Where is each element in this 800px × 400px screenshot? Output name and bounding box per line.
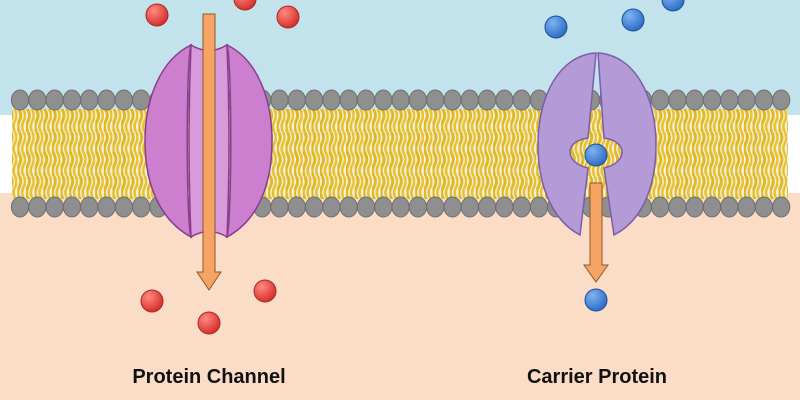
phospholipid-head bbox=[754, 89, 774, 111]
phospholipid-head bbox=[132, 89, 151, 111]
blue-molecules bbox=[544, 0, 685, 312]
phospholipid-head bbox=[651, 196, 670, 218]
phospholipid-head bbox=[529, 196, 549, 218]
phospholipid-head bbox=[426, 196, 445, 218]
phospholipid-head bbox=[114, 196, 133, 218]
phospholipid-head bbox=[339, 196, 358, 218]
phospholipid-head bbox=[287, 89, 306, 111]
phospholipid-head bbox=[374, 89, 393, 111]
phospholipid-head bbox=[62, 196, 82, 218]
phospholipid-head bbox=[408, 89, 427, 111]
phospholipid-head bbox=[408, 196, 427, 218]
phospholipid-head bbox=[356, 89, 376, 111]
protein-channel-label: Protein Channel bbox=[132, 366, 286, 388]
phospholipid-head bbox=[737, 196, 756, 218]
phospholipid-head bbox=[460, 196, 479, 218]
phospholipid-head bbox=[737, 89, 756, 111]
phospholipid-head bbox=[305, 89, 324, 111]
channel-arrow bbox=[196, 13, 222, 291]
phospholipid-head bbox=[702, 196, 722, 218]
phospholipid-head bbox=[443, 196, 462, 218]
phospholipid-head bbox=[114, 89, 133, 111]
phospholipid-head bbox=[772, 196, 791, 218]
phospholipid-head bbox=[356, 196, 376, 218]
phospholipid-head bbox=[305, 196, 324, 218]
carrier-protein-label: Carrier Protein bbox=[526, 366, 668, 388]
phospholipid-head bbox=[702, 89, 722, 111]
lipid-tails bbox=[12, 109, 788, 199]
phospholipid-head bbox=[651, 89, 670, 111]
carrier-protein bbox=[537, 52, 657, 237]
phospholipid-head bbox=[270, 196, 289, 218]
phospholipid-head bbox=[391, 196, 410, 218]
phospholipid-head bbox=[478, 196, 497, 218]
phospholipid-head bbox=[512, 196, 531, 218]
phospholipid-head bbox=[322, 89, 341, 111]
phospholipid-head bbox=[685, 89, 704, 111]
phospholipid-head bbox=[754, 196, 774, 218]
phospholipid-head bbox=[28, 89, 47, 111]
phospholipid-head bbox=[97, 196, 116, 218]
phospholipid-head bbox=[495, 196, 514, 218]
phospholipid-head bbox=[720, 196, 739, 218]
carrier-arrow bbox=[583, 182, 609, 283]
phospholipid-head bbox=[443, 89, 462, 111]
phospholipid-head bbox=[80, 89, 99, 111]
phospholipid-head bbox=[80, 196, 99, 218]
phospholipid-head bbox=[322, 196, 341, 218]
phospholipid-head bbox=[10, 196, 30, 218]
phospholipid-head bbox=[668, 89, 687, 111]
phospholipid-head bbox=[374, 196, 393, 218]
phospholipid-head bbox=[478, 89, 497, 111]
intracellular-region bbox=[0, 193, 800, 400]
phospholipid-head bbox=[45, 196, 64, 218]
phospholipid-head bbox=[132, 196, 151, 218]
phospholipid-head bbox=[685, 196, 704, 218]
phospholipid-head bbox=[772, 89, 791, 111]
phospholipid-head bbox=[45, 89, 64, 111]
phospholipid-head bbox=[270, 89, 289, 111]
red-molecules bbox=[140, 0, 300, 335]
phospholipid-head bbox=[391, 89, 410, 111]
phospholipid-head bbox=[720, 89, 739, 111]
phospholipid-head bbox=[287, 196, 306, 218]
phospholipid-head bbox=[62, 89, 82, 111]
phospholipid-head bbox=[426, 89, 445, 111]
phospholipid-head bbox=[28, 196, 47, 218]
phospholipid-head bbox=[10, 89, 30, 111]
phospholipid-head bbox=[97, 89, 116, 111]
phospholipid-head bbox=[339, 89, 358, 111]
phospholipid-head bbox=[668, 196, 687, 218]
phospholipid-head bbox=[512, 89, 531, 111]
phospholipid-head bbox=[460, 89, 479, 111]
phospholipid-head bbox=[495, 89, 514, 111]
